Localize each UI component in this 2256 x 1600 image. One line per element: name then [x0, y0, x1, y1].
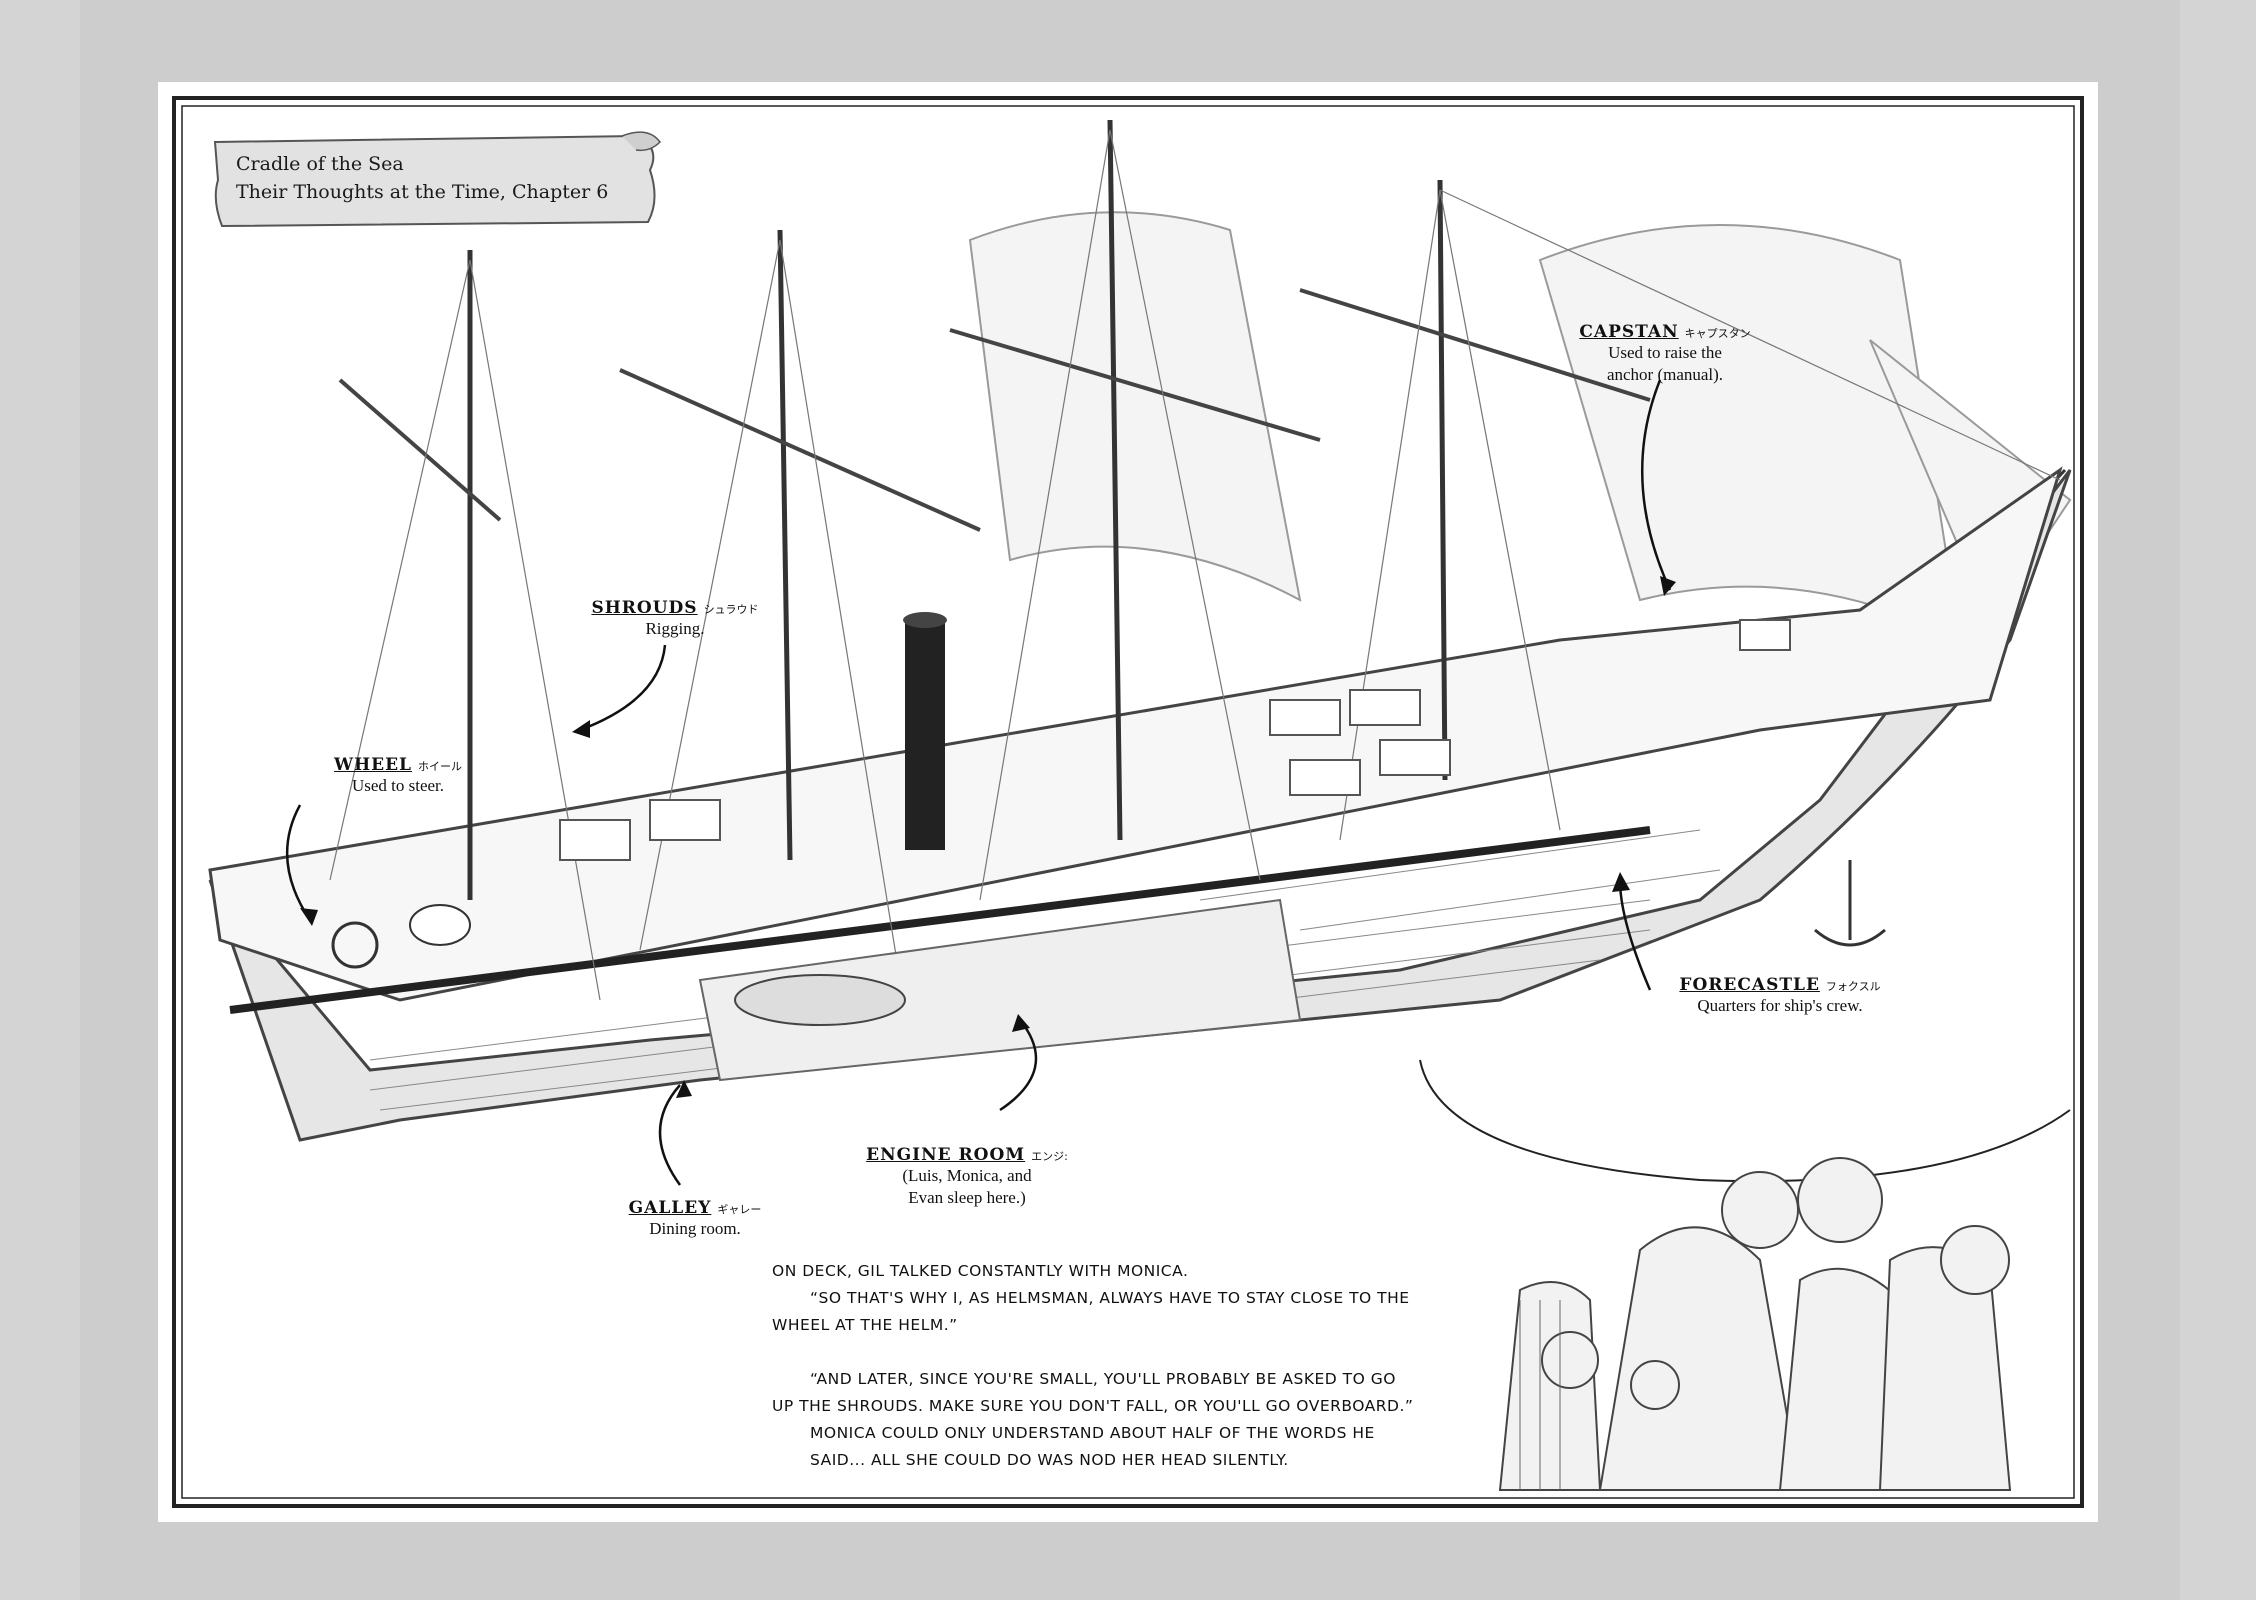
capstan-desc-1: Used to raise the [1608, 343, 1722, 362]
engine-room-label: ENGINE ROOM エンジ: (Luis, Monica, and Evan … [862, 1145, 1072, 1209]
galley-heading: GALLEY [628, 1198, 712, 1218]
forecastle-label: FORECASTLE フォクスル Quarters for ship's crew… [1660, 975, 1900, 1017]
shrouds-label: SHROUDS シュラウド Rigging. [585, 598, 765, 640]
capstan-kana: キャプスタン [1684, 327, 1751, 340]
chapter-title: Cradle of the Sea Their Thoughts at the … [236, 150, 608, 206]
narration-line-2: “SO THAT'S WHY I, AS HELMSMAN, ALWAYS HA… [810, 1289, 1410, 1307]
galley-label: GALLEY ギャレー Dining room. [605, 1198, 785, 1240]
wheel-heading: WHEEL [333, 755, 413, 775]
narration-line-5: UP THE SHROUDS. MAKE SURE YOU DON'T FALL… [772, 1397, 1414, 1415]
capstan-heading: CAPSTAN [1579, 322, 1679, 342]
shrouds-desc: Rigging. [645, 619, 705, 638]
narration-line-4: “AND LATER, SINCE YOU'RE SMALL, YOU'LL P… [810, 1370, 1396, 1388]
shrouds-heading: SHROUDS [591, 598, 698, 618]
narration-line-6: MONICA COULD ONLY UNDERSTAND ABOUT HALF … [810, 1424, 1375, 1442]
narration-line-3: WHEEL AT THE HELM.” [772, 1316, 958, 1334]
engine-room-desc-1: (Luis, Monica, and [902, 1166, 1032, 1185]
galley-desc: Dining room. [649, 1219, 741, 1238]
engine-room-desc-2: Evan sleep here.) [908, 1188, 1026, 1207]
shrouds-kana: シュラウド [703, 603, 759, 616]
forecastle-desc: Quarters for ship's crew. [1697, 996, 1863, 1015]
forecastle-kana: フォクスル [1825, 980, 1881, 993]
capstan-label: CAPSTAN キャプスタン Used to raise the anchor (… [1560, 322, 1770, 386]
narration-text: ON DECK, GIL TALKED CONSTANTLY WITH MONI… [772, 1258, 1532, 1474]
wheel-label: WHEEL ホイール Used to steer. [318, 755, 478, 797]
narration-line-1: ON DECK, GIL TALKED CONSTANTLY WITH MONI… [772, 1262, 1189, 1280]
capstan-desc-2: anchor (manual). [1606, 365, 1724, 384]
narration-line-7: SAID... ALL SHE COULD DO WAS NOD HER HEA… [810, 1451, 1289, 1469]
wheel-desc: Used to steer. [351, 776, 445, 795]
forecastle-heading: FORECASTLE [1679, 975, 1820, 995]
galley-kana: ギャレー [717, 1203, 762, 1216]
chapter-title-line-1: Cradle of the Sea [236, 153, 404, 175]
engine-room-heading: ENGINE ROOM [866, 1145, 1026, 1165]
title-banner [213, 131, 661, 228]
wheel-kana: ホイール [418, 760, 463, 773]
chapter-title-line-2: Their Thoughts at the Time, Chapter 6 [236, 181, 609, 203]
crew-sketch [1498, 1157, 2012, 1491]
engine-room-kana: エンジ: [1031, 1150, 1068, 1163]
